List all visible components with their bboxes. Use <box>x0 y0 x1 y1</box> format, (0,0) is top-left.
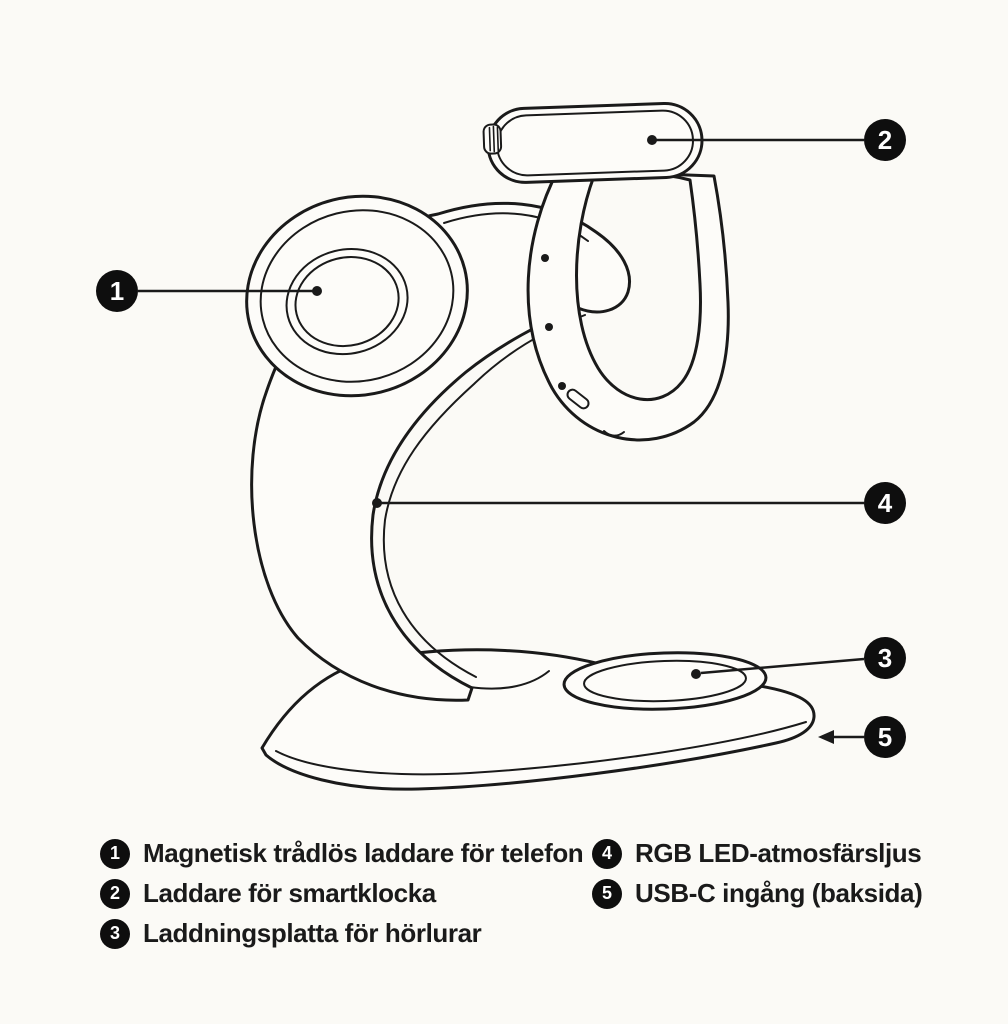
legend-item-3: 3 Laddningsplatta för hörlurar <box>100 918 583 949</box>
callout-4: 4 <box>372 482 906 524</box>
smartwatch-band <box>526 168 730 442</box>
callout-1: 1 <box>96 270 322 312</box>
callout-4-pointer-dot <box>372 498 382 508</box>
crown-knurling <box>488 125 500 153</box>
legend-label-1: Magnetisk trådlös laddare för telefon <box>143 838 584 868</box>
band-hole <box>558 382 566 390</box>
legend-label-4: RGB LED-atmosfärsljus <box>635 838 922 868</box>
legend-label-2: Laddare för smartklocka <box>143 878 436 909</box>
callout-2-number: 2 <box>878 125 892 155</box>
legend-label-5: USB-C ingång (baksida) <box>635 878 923 909</box>
band-hole <box>545 323 553 331</box>
legend-column-right: 4 RGB LED-atmosfärsljus 5 USB-C ingång (… <box>592 838 923 909</box>
callout-1-badge <box>96 270 138 312</box>
legend-badge-2: 2 <box>100 878 130 909</box>
legend-item-2: 2 Laddare för smartklocka <box>100 878 583 909</box>
band-hole <box>541 254 549 262</box>
band-pin <box>566 388 590 410</box>
smartwatch-body <box>482 102 704 184</box>
callout-5-badge <box>864 716 906 758</box>
legend-item-4: 4 RGB LED-atmosfärsljus <box>592 838 922 869</box>
legend-column-left: 1 Magnetisk trådlös laddare för telefon … <box>100 838 584 950</box>
callout-5: 5 <box>818 716 906 758</box>
callout-1-pointer-dot <box>312 286 322 296</box>
legend-item-1: 1 Magnetisk trådlös laddare för telefon <box>100 838 584 869</box>
callout-2-pointer-dot <box>647 135 657 145</box>
callout-3-pointer-dot <box>691 669 701 679</box>
callout-1-number: 1 <box>110 276 124 306</box>
watch-crown <box>482 123 503 155</box>
legend: 1 Magnetisk trådlös laddare för telefon … <box>0 838 1008 998</box>
callout-3: 3 <box>691 637 906 679</box>
earbuds-charging-pad <box>562 651 768 711</box>
arm-base-junction-line <box>469 670 550 690</box>
callout-2-badge <box>864 119 906 161</box>
legend-label-3: Laddningsplatta för hörlurar <box>143 918 482 949</box>
base-front-bevel-line <box>275 721 807 776</box>
callout-2: 2 <box>647 119 906 161</box>
arm-inner-led-edge <box>382 314 586 678</box>
phone-charger-disc <box>245 194 469 398</box>
legend-badge-4: 4 <box>592 838 622 869</box>
legend-badge-5: 5 <box>592 878 622 909</box>
callout-5-number: 5 <box>878 722 892 752</box>
callout-3-number: 3 <box>878 643 892 673</box>
callout-4-badge <box>864 482 906 524</box>
legend-badge-1: 1 <box>100 838 130 869</box>
callout-3-badge <box>864 637 906 679</box>
callout-5-arrowhead <box>818 730 834 744</box>
band-end-nub <box>603 430 625 437</box>
callout-4-number: 4 <box>878 488 893 518</box>
legend-item-5: 5 USB-C ingång (baksida) <box>592 878 923 909</box>
callouts: 1 2 4 3 5 <box>96 119 906 758</box>
legend-badge-3: 3 <box>100 918 130 949</box>
